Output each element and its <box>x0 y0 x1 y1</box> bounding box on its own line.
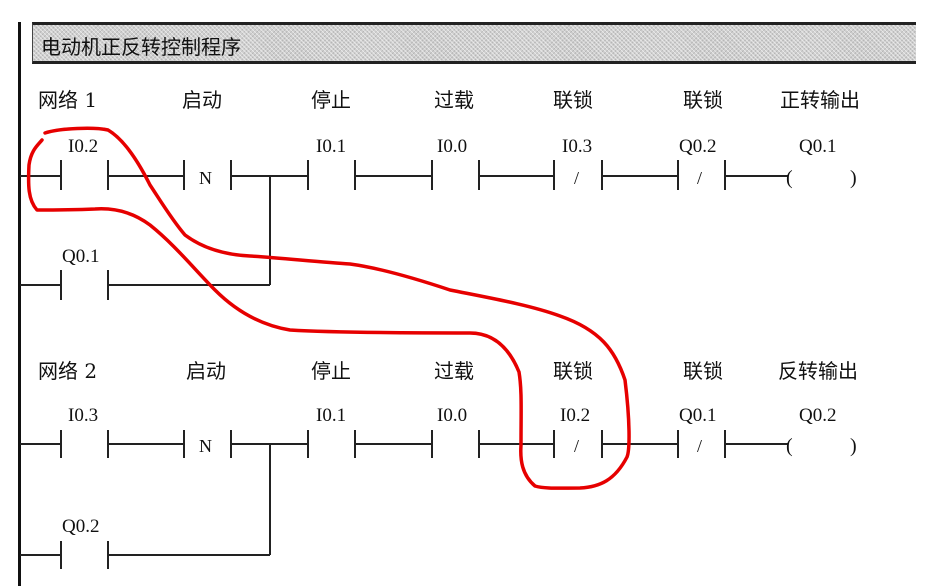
network-2-coil-left: ( <box>786 435 793 457</box>
network-1-seal-contact <box>60 270 109 300</box>
network-1-coil-left: ( <box>786 167 793 189</box>
network-2-header-output: 反转输出 <box>778 359 858 383</box>
network-1-seal-address: Q0.1 <box>62 246 99 267</box>
network-1-overload-address: I0.0 <box>437 136 467 157</box>
network-2-interlock-2-nc-mark: / <box>697 436 702 456</box>
network-2-start-address: I0.3 <box>68 405 98 426</box>
network-2-coil-address: Q0.2 <box>799 405 836 426</box>
network-1-label: 网络 1 <box>38 88 98 112</box>
network-2-overload-contact <box>431 430 480 458</box>
network-1-start-address: I0.2 <box>68 136 98 157</box>
network-1-edge-symbol: N <box>199 168 212 188</box>
network-1-header-overload: 过载 <box>434 88 474 112</box>
network-2-header-stop: 停止 <box>311 359 351 383</box>
network-1-interlock-2-address: Q0.2 <box>679 136 716 157</box>
network-2-header-interlock-1: 联锁 <box>553 359 593 383</box>
network-2-seal-contact <box>60 541 109 569</box>
network-1-overload-contact <box>431 160 480 190</box>
network-1-coil-right: ) <box>850 167 857 189</box>
program-title: 电动机正反转控制程序 <box>41 35 241 59</box>
network-1-interlock-1-address: I0.3 <box>562 136 592 157</box>
network-1-stop-contact <box>307 160 356 190</box>
network-2-label: 网络 2 <box>38 359 98 383</box>
network-2-edge-symbol: N <box>199 436 212 456</box>
network-1-header-interlock-1: 联锁 <box>553 88 593 112</box>
network-1-interlock-1-nc-mark: / <box>574 168 579 188</box>
network-2-overload-address: I0.0 <box>437 405 467 426</box>
network-2-interlock-2-address: Q0.1 <box>679 405 716 426</box>
network-1-coil-address: Q0.1 <box>799 136 836 157</box>
network-2-stop-contact <box>307 430 356 458</box>
left-power-rail <box>18 22 21 586</box>
network-2-rung <box>20 430 788 569</box>
network-2-header-overload: 过载 <box>434 359 474 383</box>
network-1-header-stop: 停止 <box>311 88 351 112</box>
network-1-stop-address: I0.1 <box>316 136 346 157</box>
network-1-rung <box>20 160 788 300</box>
network-1-header-interlock-2: 联锁 <box>683 88 723 112</box>
red-annotation-loop <box>26 126 631 490</box>
network-2-seal-address: Q0.2 <box>62 516 99 537</box>
network-2-interlock-1-nc-mark: / <box>574 436 579 456</box>
network-2-stop-address: I0.1 <box>316 405 346 426</box>
network-2-header-interlock-2: 联锁 <box>683 359 723 383</box>
network-2-interlock-1-address: I0.2 <box>560 405 590 426</box>
network-1-interlock-2-nc-mark: / <box>697 168 702 188</box>
program-title-bar: 电动机正反转控制程序 <box>32 22 916 64</box>
network-2-start-contact <box>60 430 109 458</box>
network-2-header-start: 启动 <box>186 359 226 383</box>
network-1-header-start: 启动 <box>182 88 222 112</box>
network-1-start-contact <box>60 160 109 190</box>
network-2-coil-right: ) <box>850 435 857 457</box>
network-1-header-output: 正转输出 <box>780 88 860 112</box>
